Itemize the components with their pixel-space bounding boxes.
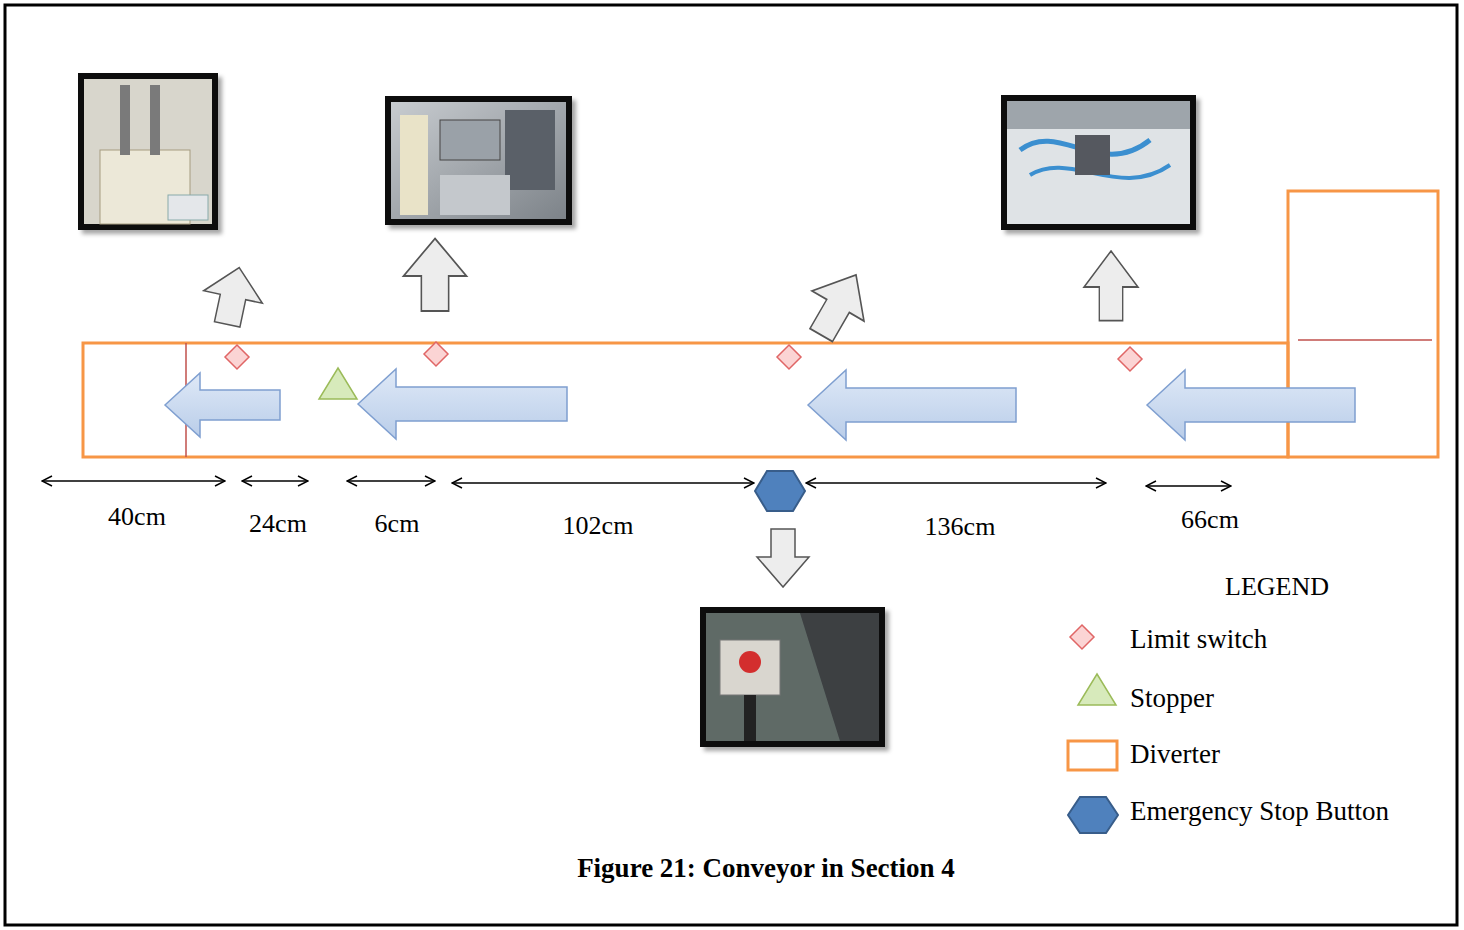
- dimension-line: [806, 482, 1106, 484]
- legend-label: Limit switch: [1130, 625, 1267, 655]
- limit-switch: [424, 342, 448, 366]
- dimension-label: 66cm: [1181, 506, 1239, 535]
- emergency-stop: [755, 471, 805, 511]
- photo: [700, 607, 885, 747]
- legend-diverter: [1068, 741, 1117, 770]
- figure-caption: Figure 21: Conveyor in Section 4: [577, 854, 955, 884]
- dimension-label: 136cm: [925, 513, 996, 542]
- legend-label: Diverter: [1130, 740, 1220, 770]
- photo: [385, 96, 572, 225]
- dimension-label: 6cm: [375, 510, 420, 539]
- flow-arrow: [165, 373, 280, 437]
- conveyor-diverter: [83, 343, 1288, 457]
- photo: [78, 73, 218, 230]
- dimension-label: 24cm: [249, 510, 307, 539]
- dimension-label: 102cm: [563, 512, 634, 541]
- flow-arrow: [808, 370, 1016, 440]
- figure-frame: [5, 5, 1457, 925]
- dimension-line: [452, 482, 754, 484]
- callout-arrow: [757, 529, 809, 587]
- divider-line: [1298, 339, 1432, 341]
- callout-arrow: [198, 261, 269, 330]
- limit-switch: [225, 345, 249, 369]
- limit-switches: [225, 342, 1142, 371]
- flow-arrow: [1147, 370, 1355, 440]
- photo: [1001, 95, 1196, 230]
- stopper: [319, 368, 357, 399]
- legend-label: Emergency Stop Button: [1130, 797, 1389, 827]
- limit-switch: [777, 345, 801, 369]
- dimension-line: [242, 480, 308, 482]
- callout-arrow: [404, 239, 467, 312]
- dimension-lines: [42, 481, 1231, 486]
- callout-arrow: [795, 260, 882, 350]
- dimension-label: 40cm: [108, 503, 166, 532]
- dimension-line: [42, 480, 225, 482]
- dimension-line: [347, 480, 435, 482]
- callout-arrow: [1084, 251, 1138, 321]
- callout-arrows: [198, 239, 1138, 588]
- flow-arrows: [165, 369, 1355, 440]
- flow-arrow: [358, 369, 567, 439]
- legend-label: Stopper: [1130, 684, 1214, 714]
- legend-emergency-stop: [1068, 797, 1118, 833]
- limit-switch: [1118, 347, 1142, 371]
- dimension-line: [1146, 485, 1231, 487]
- legend-stopper: [1078, 674, 1116, 705]
- legend-limit-switch: [1070, 625, 1094, 649]
- legend-heading: LEGEND: [1225, 573, 1329, 602]
